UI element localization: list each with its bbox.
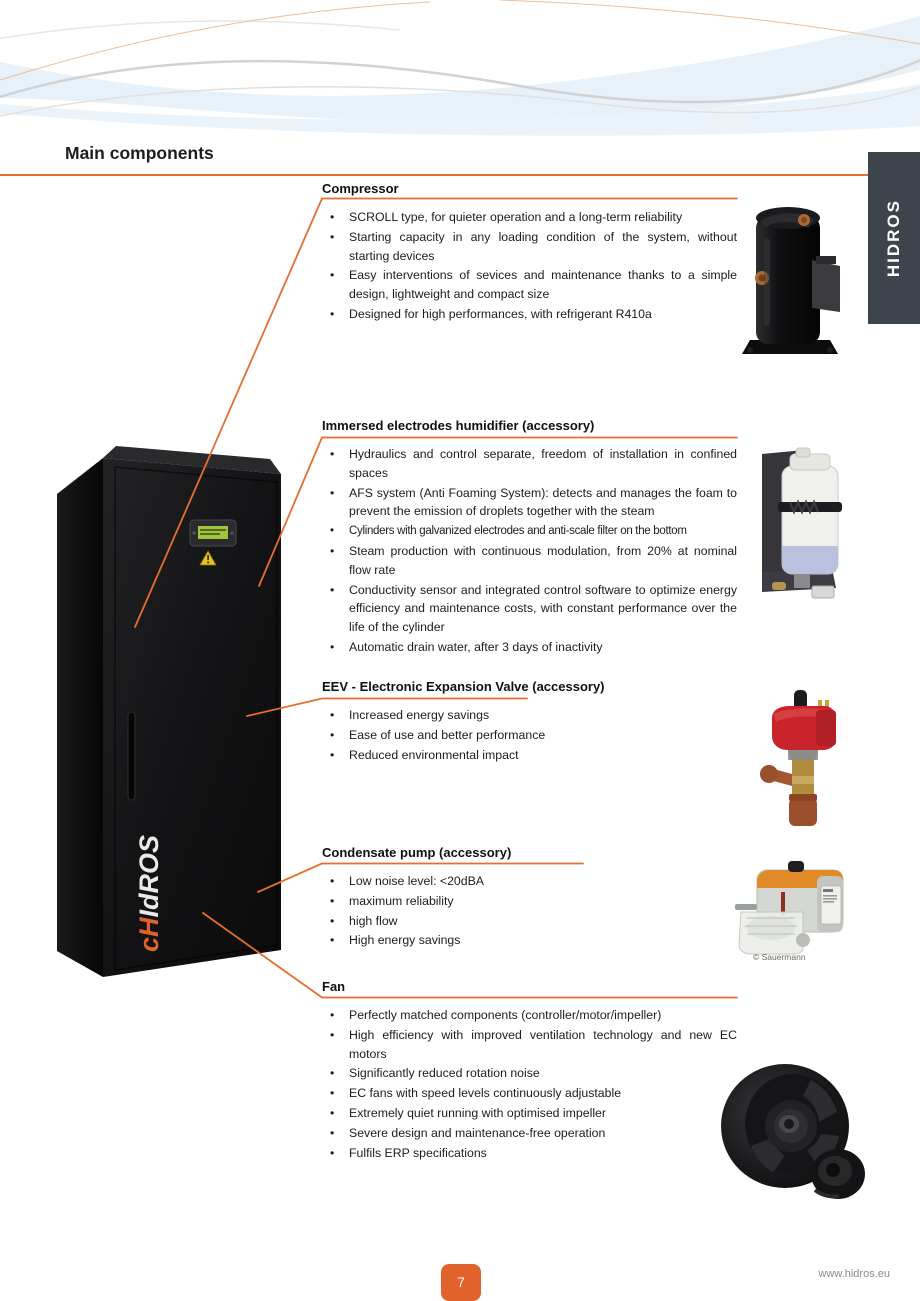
list-item: Increased energy savings xyxy=(322,706,737,725)
list-item: Ease of use and better performance xyxy=(322,726,737,745)
header-waves-graphic xyxy=(0,0,920,136)
immersed-electrodes-humidifier-photo xyxy=(762,447,842,599)
section-title: Condensate pump (accessory) xyxy=(322,845,512,860)
condensate-pump-photo xyxy=(735,861,844,955)
lcd-display xyxy=(189,519,237,547)
list-item: Cylinders with galvanized electrodes and… xyxy=(322,522,737,541)
list-item: Automatic drain water, after 3 days of i… xyxy=(322,638,737,657)
title-rule xyxy=(0,174,868,176)
list-item: Steam production with continuous modulat… xyxy=(322,542,737,580)
page-number-badge: 7 xyxy=(441,1264,481,1301)
list-item: EC fans with speed levels continuously a… xyxy=(322,1084,737,1103)
website-link: www.hidros.eu xyxy=(818,1268,890,1280)
list-item: Reduced environmental impact xyxy=(322,746,737,765)
side-tab-hidros: HIDROS xyxy=(868,152,920,324)
list-item: Fulfils ERP specifications xyxy=(322,1144,737,1163)
section-title: Fan xyxy=(322,979,346,994)
list-item: Low noise level: <20dBA xyxy=(322,872,737,891)
list-item: Conductivity sensor and integrated contr… xyxy=(322,581,737,637)
section-eev: EEV - Electronic Expansion Valve (access… xyxy=(322,679,737,765)
list-item: High energy savings xyxy=(322,931,737,950)
cabinet-brand-logo: cHIdROS xyxy=(134,835,164,952)
section-compressor: Compressor SCROLL type, for quieter oper… xyxy=(322,181,737,325)
svg-text:cHIdROS: cHIdROS xyxy=(134,835,164,952)
brand-suffix: IdROS xyxy=(134,835,164,918)
list-item: maximum reliability xyxy=(322,892,737,911)
bullet-list: Perfectly matched components (controller… xyxy=(322,1006,737,1162)
door-handle xyxy=(127,711,136,801)
bullet-list: Low noise level: <20dBA maximum reliabil… xyxy=(322,872,737,950)
section-title: EEV - Electronic Expansion Valve (access… xyxy=(322,679,605,694)
cabinet-side xyxy=(57,458,103,977)
section-title: Compressor xyxy=(322,181,399,196)
section-condensate-pump: Condensate pump (accessory) Low noise le… xyxy=(322,845,737,951)
brand-prefix: cH xyxy=(134,917,164,952)
electronic-expansion-valve-photo xyxy=(760,690,836,826)
page-title: Main components xyxy=(65,143,214,163)
section-humidifier: Immersed electrodes humidifier (accessor… xyxy=(322,418,737,658)
list-item: high flow xyxy=(322,912,737,931)
photo-credit: © Sauermann xyxy=(753,952,806,962)
list-item: Easy interventions of sevices and mainte… xyxy=(322,266,737,304)
list-item: AFS system (Anti Foaming System): detect… xyxy=(322,484,737,522)
list-item: Significantly reduced rotation noise xyxy=(322,1064,737,1083)
bullet-list: Hydraulics and control separate, freedom… xyxy=(322,445,737,657)
bullet-list: Increased energy savings Ease of use and… xyxy=(322,706,737,764)
list-item: SCROLL type, for quieter operation and a… xyxy=(322,208,737,227)
list-item: Starting capacity in any loading conditi… xyxy=(322,228,737,266)
list-item: Designed for high performances, with ref… xyxy=(322,305,737,324)
list-item: Hydraulics and control separate, freedom… xyxy=(322,445,737,483)
list-item: Perfectly matched components (controller… xyxy=(322,1006,737,1025)
page-number: 7 xyxy=(457,1275,465,1290)
ec-fan-photo xyxy=(721,1064,865,1199)
bullet-list: SCROLL type, for quieter operation and a… xyxy=(322,208,737,324)
list-item: Extremely quiet running with optimised i… xyxy=(322,1104,737,1123)
list-item: High efficiency with improved ventilatio… xyxy=(322,1026,737,1064)
section-fan: Fan Perfectly matched components (contro… xyxy=(322,979,737,1163)
side-tab-label: HIDROS xyxy=(884,198,903,278)
scroll-compressor-photo xyxy=(742,207,840,354)
list-item: Severe design and maintenance-free opera… xyxy=(322,1124,737,1143)
section-title: Immersed electrodes humidifier (accessor… xyxy=(322,418,595,433)
